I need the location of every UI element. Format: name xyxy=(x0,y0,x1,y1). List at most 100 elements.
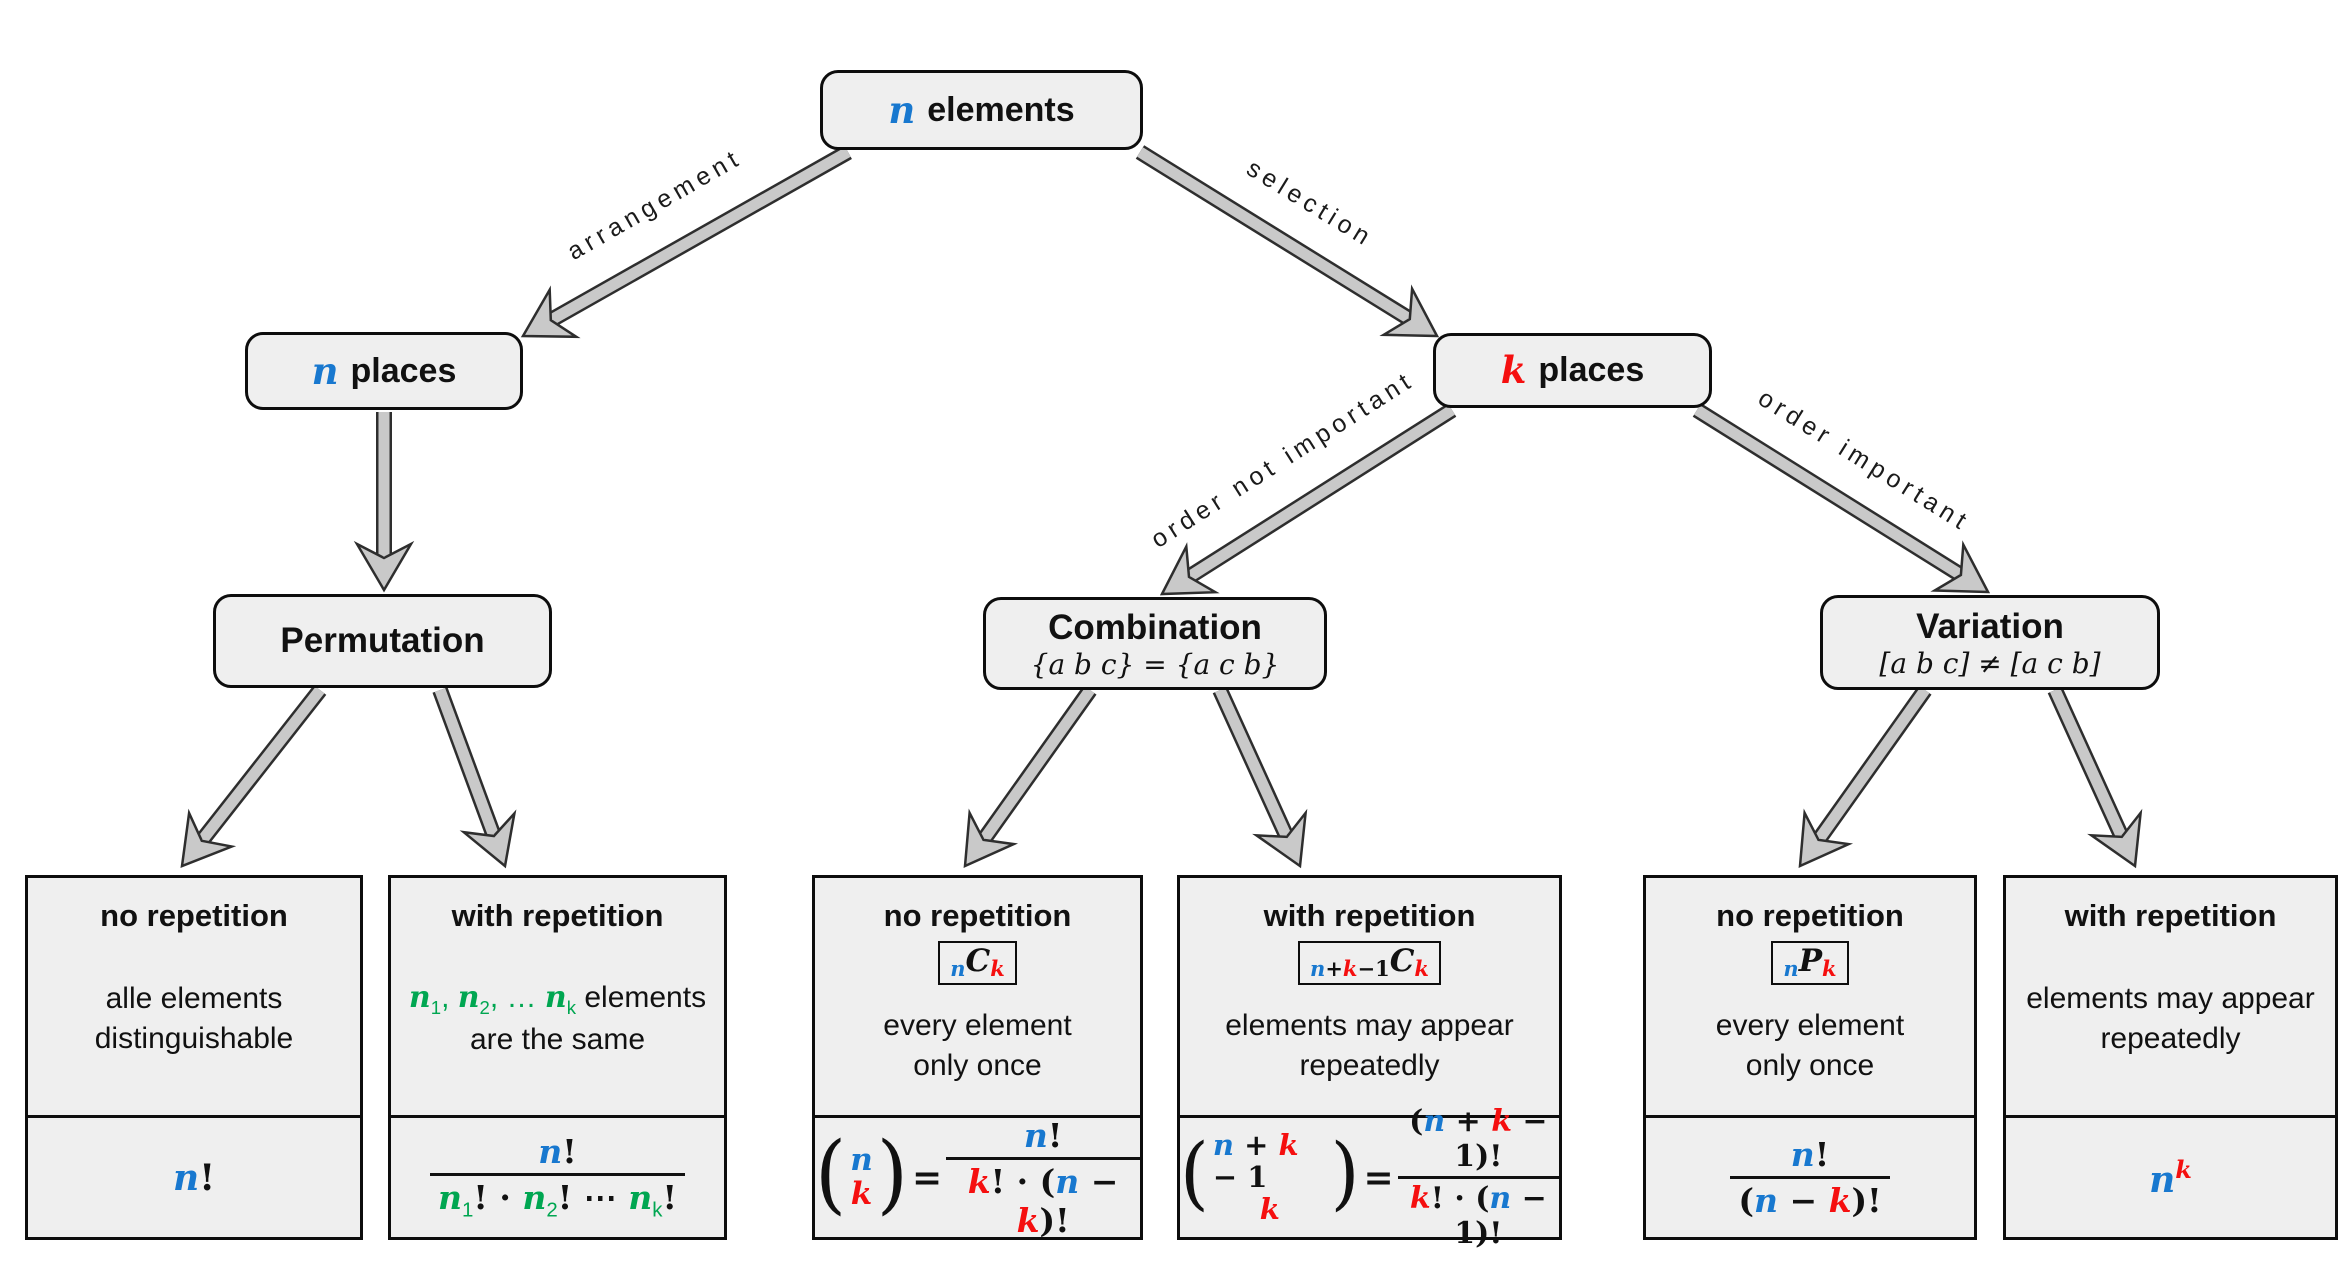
denominator: k! · (n − 1)! xyxy=(1397,1176,1559,1251)
var-n1: n xyxy=(438,1178,463,1218)
subscript: 2 xyxy=(479,996,490,1018)
fraction: n! k! · (n − k)! xyxy=(946,1116,1140,1240)
open-paren: ( xyxy=(815,1122,847,1224)
var-n: n xyxy=(311,348,339,393)
leaf-body: n1, n2, … nk elements are the same xyxy=(409,978,706,1068)
node-subtitle: {a b c} = {a c b} xyxy=(1030,647,1280,681)
leaf-formula: n! (n − k)! xyxy=(1646,1118,1974,1237)
body-line: every element xyxy=(883,1009,1072,1043)
operator: ! · xyxy=(473,1178,523,1218)
body-line: are the same xyxy=(469,1023,646,1057)
letter-P: P xyxy=(1798,943,1823,979)
factorial-sign: ! xyxy=(662,1178,677,1218)
formula-multinomial: n! n1! · n2! ⋯ nk! xyxy=(430,1132,685,1223)
subscript: 2 xyxy=(546,1198,558,1222)
formula-n-power-k: nk xyxy=(2149,1155,2192,1201)
operator: )! xyxy=(1039,1200,1070,1240)
leaf-title: with repetition xyxy=(451,898,664,933)
body-line: alle elements xyxy=(105,982,283,1016)
arrow-permutation-to-no-repetition xyxy=(180,685,327,868)
leaf-formula: n! xyxy=(28,1118,360,1237)
leaf-formula: ( n + k − 1 k ) = (n + k − 1)! k! · (n −… xyxy=(1180,1104,1559,1251)
operator: − 1)! xyxy=(1454,1104,1548,1174)
denominator: n1! · n2! ⋯ nk! xyxy=(430,1173,685,1223)
leaf-title: with repetition xyxy=(2064,898,2277,933)
var-n2: n xyxy=(457,979,480,1015)
leaf-permutation-no-repetition: no repetition alle elements distinguisha… xyxy=(25,875,363,1240)
plus-sign: + xyxy=(1445,1104,1492,1139)
leaf-combination-with-repetition: with repetition n+k−1Ck elements may app… xyxy=(1177,875,1562,1251)
formula-permutation-k: n! (n − k)! xyxy=(1730,1135,1890,1220)
leaf-body: every element only once xyxy=(1716,1006,1904,1093)
body-line: only once xyxy=(1745,1049,1875,1083)
arrow-combination-to-with-repetition xyxy=(1212,686,1308,869)
node-title: Permutation xyxy=(280,620,485,660)
leaf-description: with repetition n1, n2, … nk elements ar… xyxy=(391,878,724,1118)
leaf-title: no repetition xyxy=(1716,898,1904,933)
numerator: n! xyxy=(1730,1135,1889,1176)
equals-sign: = xyxy=(911,1156,943,1199)
var-n: n xyxy=(538,1132,563,1172)
subscript: k xyxy=(652,1198,663,1222)
close-paren: ) xyxy=(1330,1126,1360,1220)
var-k: k xyxy=(1828,1181,1852,1220)
var-n: n xyxy=(1754,1181,1778,1220)
leaf-title: with repetition xyxy=(1263,898,1476,933)
leaf-description: no repetition nCk every element only onc… xyxy=(815,878,1140,1118)
arrow-permutation-to-with-repetition xyxy=(432,687,517,869)
var-n: n xyxy=(1423,1104,1446,1139)
var-n: n xyxy=(950,956,966,981)
arrow-combination-to-no-repetition xyxy=(963,685,1097,869)
leaf-permutation-with-repetition: with repetition n1, n2, … nk elements ar… xyxy=(388,875,727,1240)
leaf-title: no repetition xyxy=(883,898,1072,933)
operator: ! · ( xyxy=(1430,1181,1490,1216)
body-line: elements may appear xyxy=(1225,1009,1514,1043)
subscript: 1 xyxy=(462,1198,474,1222)
leaf-description: with repetition elements may appear repe… xyxy=(2006,878,2335,1118)
node-title: Variation xyxy=(1916,606,2064,646)
ellipsis: , … xyxy=(489,980,545,1014)
var-k: k xyxy=(1409,1181,1431,1216)
node-combination: Combination {a b c} = {a c b} xyxy=(983,597,1327,690)
arrow-variation-to-with-repetition xyxy=(2047,686,2143,869)
leaf-body: alle elements distinguishable xyxy=(95,979,293,1066)
close-paren: ) xyxy=(876,1122,908,1224)
factorial-sign: ! xyxy=(1047,1115,1063,1155)
leaf-description: no repetition nPk every element only onc… xyxy=(1646,878,1974,1118)
var-k: k xyxy=(1822,956,1837,981)
node-title: Combination xyxy=(1048,607,1262,647)
var-n: n xyxy=(1783,956,1799,981)
var-n: n xyxy=(1212,1127,1234,1162)
comma: , xyxy=(441,980,458,1014)
open-paren: ( xyxy=(1180,1126,1209,1220)
binomial-column: n + k − 1 k xyxy=(1212,1127,1327,1227)
subscript: 1 xyxy=(430,996,442,1018)
leaf-formula: nk xyxy=(2006,1118,2335,1237)
arrow-k-places-to-variation xyxy=(1692,403,1991,594)
plus-sign: + xyxy=(1325,956,1343,981)
leaf-formula: n! n1! · n2! ⋯ nk! xyxy=(391,1118,724,1237)
n-plus-k-minus-1-Ck-badge: n+k−1Ck xyxy=(1298,941,1441,986)
var-n1: n xyxy=(408,979,431,1015)
arrow-k-places-to-combination xyxy=(1159,403,1457,596)
arrow-root-to-n-places xyxy=(520,145,852,339)
body-text: elements xyxy=(576,980,707,1014)
node-label: places xyxy=(1538,351,1645,389)
body-line: only once xyxy=(913,1049,1042,1083)
var-k: k xyxy=(1259,1192,1280,1227)
body-line: repeatedly xyxy=(2100,1022,2241,1055)
body-line: n1, n2, … nk elements xyxy=(409,978,706,1021)
var-k: k xyxy=(1491,1104,1512,1139)
var-k: k xyxy=(850,1175,873,1212)
var-k: k xyxy=(967,1161,991,1201)
var-n: n xyxy=(1023,1115,1048,1155)
var-n: n xyxy=(2149,1158,2176,1201)
operator: ! ⋯ xyxy=(557,1178,629,1218)
open-paren: ( xyxy=(1409,1104,1424,1139)
binomial-top: n + k − 1 xyxy=(1212,1127,1327,1195)
